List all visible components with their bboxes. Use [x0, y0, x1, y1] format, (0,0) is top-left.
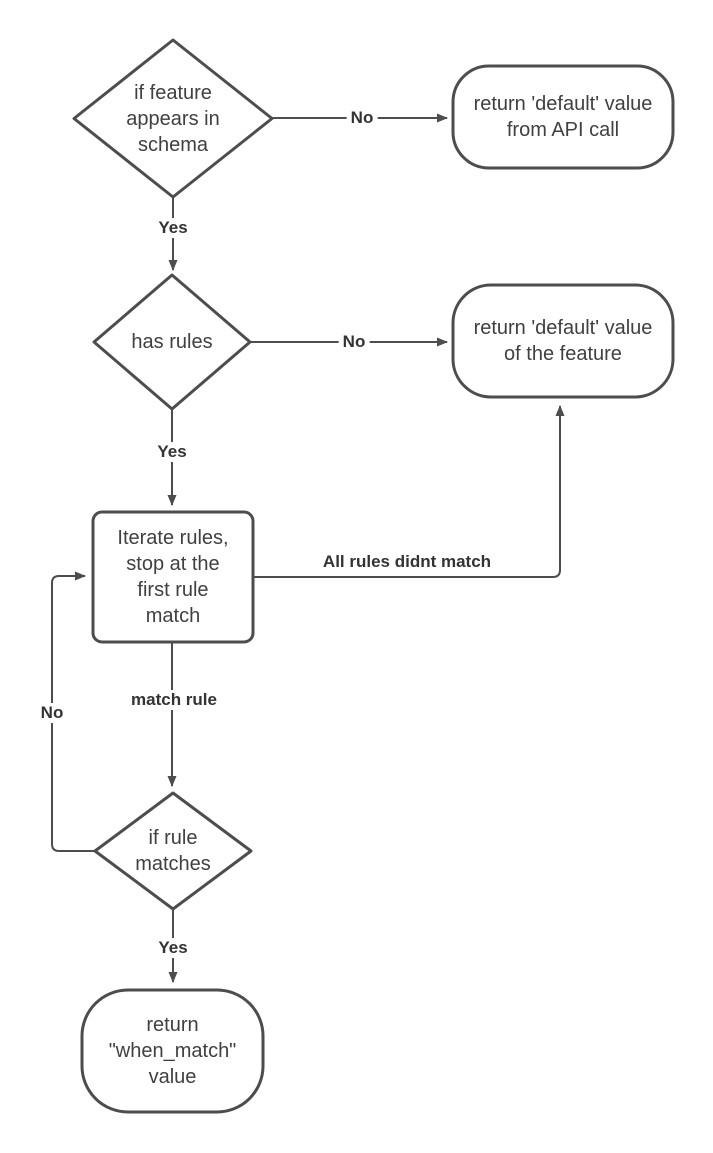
terminator-return-default-of-feature — [451, 283, 675, 399]
decision-if-feature-appears-in-schema — [72, 38, 274, 199]
edge-all-rules-didnt-match — [253, 405, 565, 578]
decision-if-rule-matches — [93, 791, 253, 911]
edge-rule-no-loop — [51, 571, 95, 852]
decision-has-rules — [92, 273, 252, 411]
terminator-return-default-from-api — [451, 64, 675, 170]
terminator-return-when-match — [80, 988, 265, 1114]
process-iterate-rules — [91, 510, 255, 644]
